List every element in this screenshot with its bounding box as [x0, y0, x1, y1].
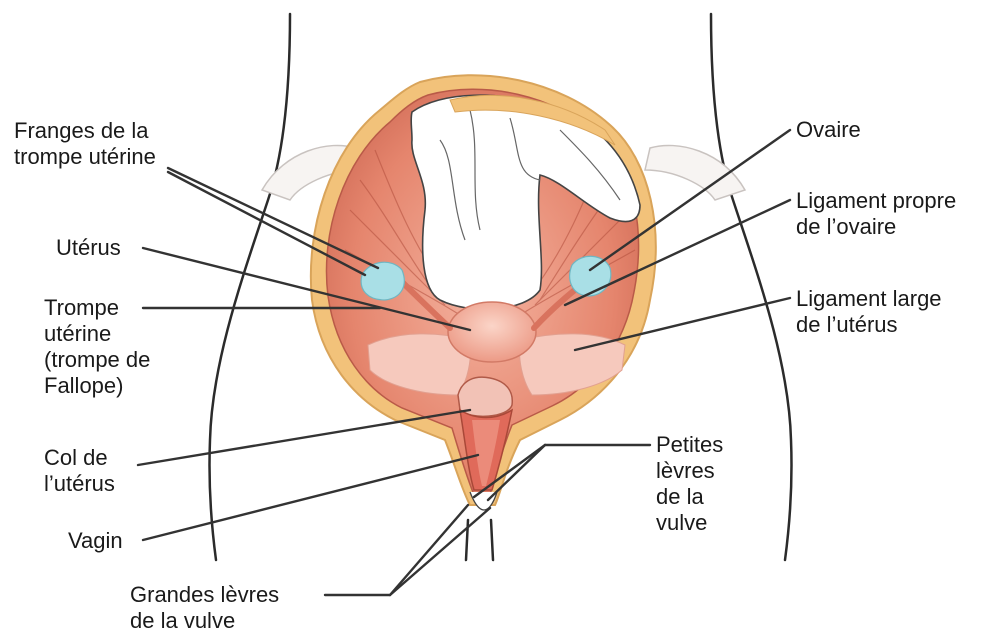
leader-col — [138, 410, 470, 465]
label-vagin: Vagin — [68, 528, 123, 554]
label-trompe: Trompe utérine (trompe de Fallope) — [44, 295, 150, 399]
ovary-left — [361, 262, 404, 300]
leader-vagin — [143, 455, 478, 540]
label-franges: Franges de la trompe utérine — [14, 118, 156, 170]
label-ligament-large: Ligament large de l’utérus — [796, 286, 942, 338]
label-petites-levres: Petites lèvres de la vulve — [656, 432, 723, 536]
broad-ligament-right — [520, 334, 626, 395]
ovary-right — [570, 256, 611, 296]
label-ovaire: Ovaire — [796, 117, 861, 143]
label-col: Col de l’utérus — [44, 445, 115, 497]
uterus — [448, 302, 536, 362]
leader-grandes-2 — [390, 505, 468, 595]
label-ligament-propre: Ligament propre de l’ovaire — [796, 188, 956, 240]
label-grandes-levres: Grandes lèvres de la vulve — [130, 582, 279, 634]
leader-grandes-3 — [390, 508, 490, 595]
label-uterus: Utérus — [56, 235, 121, 261]
